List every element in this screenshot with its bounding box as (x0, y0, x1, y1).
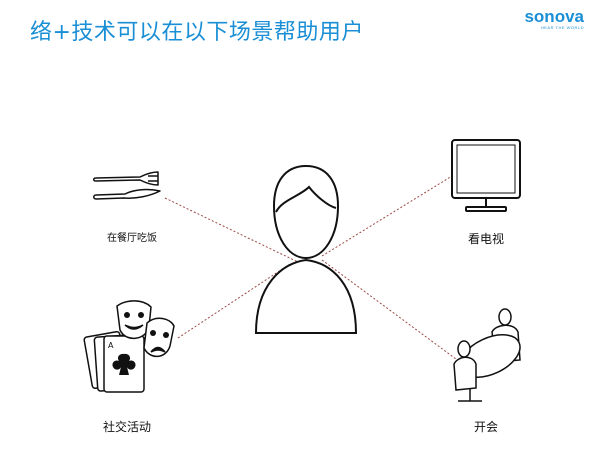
person-icon (254, 164, 358, 334)
tv-icon (451, 139, 521, 212)
label-restaurant: 在餐厅吃饭 (107, 233, 157, 244)
cards-masks-icon: A (83, 300, 175, 393)
slide-title: 络+技术可以在以下场景帮助用户 (30, 20, 364, 45)
connector-tv (321, 175, 453, 257)
label-tv: 看电视 (468, 232, 505, 246)
connector-restaurant (164, 197, 299, 263)
connector-meeting (321, 259, 461, 363)
logo-tagline: HEAR THE WORLD (540, 25, 584, 30)
fork-knife-icon (93, 171, 161, 200)
meeting-icon (453, 308, 521, 402)
sonova-logo: sonova HEAR THE WORLD (524, 8, 584, 30)
label-meeting: 开会 (474, 420, 499, 434)
label-social: 社交活动 (103, 420, 152, 434)
svg-text:A: A (108, 341, 114, 350)
logo-word: sonova (524, 7, 584, 26)
